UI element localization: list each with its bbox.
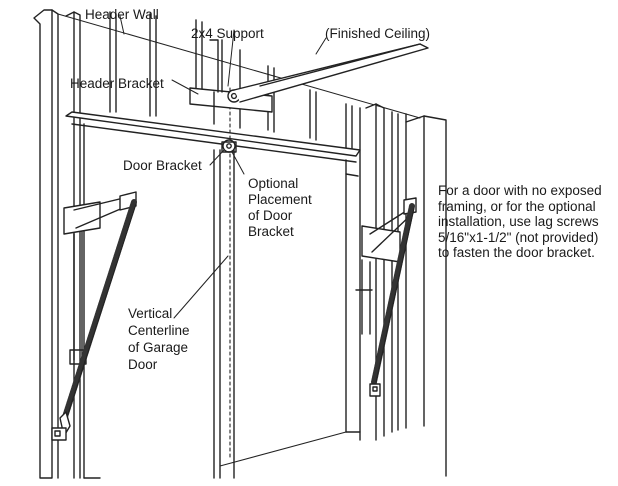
door-bracket-label: Door Bracket — [123, 158, 202, 173]
note-line: installation, use lag screws — [438, 214, 599, 229]
note-line: to fasten the door bracket. — [438, 245, 595, 260]
leader-lines — [119, 15, 327, 319]
optional-placement-line: of Door — [248, 208, 293, 223]
door-bracket — [221, 139, 237, 153]
vertical-centerline-line: of Garage — [128, 340, 189, 355]
door-panel — [65, 111, 361, 479]
vertical-centerline-line: Door — [128, 357, 158, 372]
right-spring-assembly — [355, 197, 417, 397]
optional-placement-line: Bracket — [248, 224, 294, 239]
note-line: 5/16"x1-1/2" (not provided) — [438, 229, 599, 245]
note-line: For a door with no exposed — [438, 183, 602, 198]
vertical-centerline-line: Centerline — [128, 323, 190, 338]
optional-placement-line: Placement — [248, 192, 312, 207]
header-bracket-label: Header Bracket — [70, 76, 164, 91]
vertical-centerline-label: Vertical Centerline of Garage Door — [128, 305, 190, 373]
header-wall-label: Header Wall — [85, 7, 159, 22]
left-spring-assembly — [51, 191, 137, 441]
note-line: framing, or for the optional — [438, 198, 596, 214]
header-bracket — [189, 39, 429, 125]
vertical-centerline-line: Vertical — [128, 306, 173, 321]
finished-ceiling-label: (Finished Ceiling) — [325, 26, 431, 41]
support-label: 2x4 Support — [191, 26, 264, 41]
installation-note: For a door with no exposed framing, or f… — [438, 183, 602, 261]
optional-placement-label: Optional Placement of Door Bracket — [248, 176, 312, 240]
optional-placement-line: Optional — [248, 176, 299, 191]
